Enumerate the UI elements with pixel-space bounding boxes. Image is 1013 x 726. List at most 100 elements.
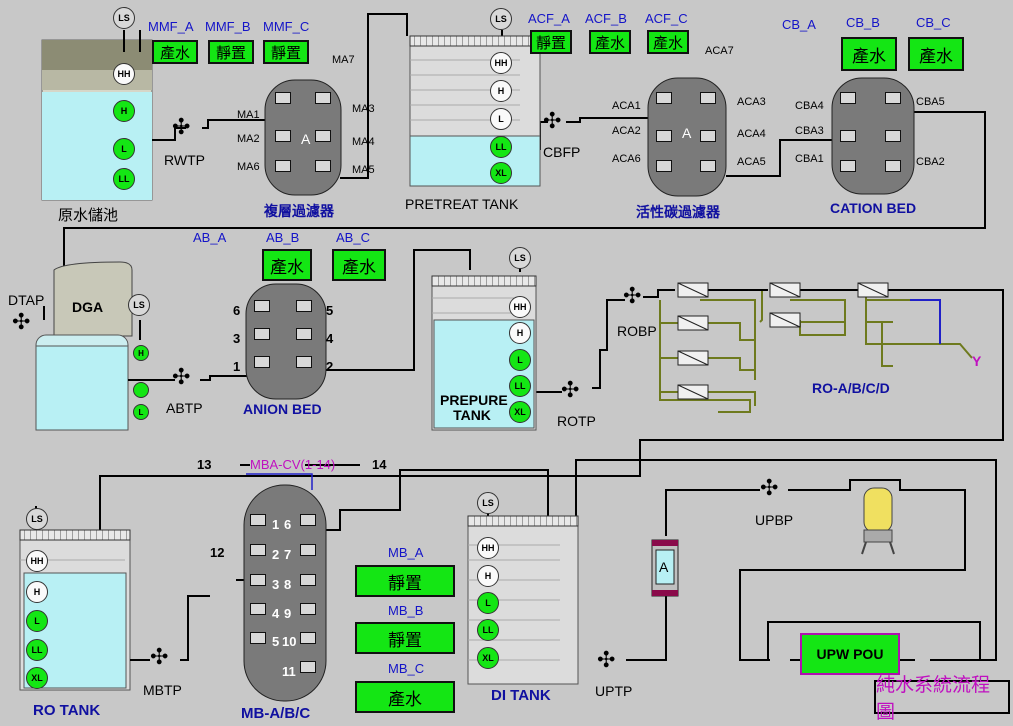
valve-ma6[interactable]: MA6: [237, 161, 260, 173]
pretreat-tank-label: PRETREAT TANK: [405, 196, 519, 212]
mbtp-pump-icon[interactable]: ✣: [150, 644, 169, 669]
valve-ma7[interactable]: MA7: [332, 54, 355, 66]
cation-bed-title: CATION BED: [830, 200, 917, 216]
valve-aca5[interactable]: ACA5: [737, 156, 766, 168]
cbfp-pump-icon[interactable]: ✣: [543, 108, 562, 133]
mmf-a-state-button[interactable]: 產水: [152, 40, 198, 64]
anion-valve-2[interactable]: 2: [326, 359, 334, 374]
upbp-label: UPBP: [755, 512, 794, 528]
anion-valve-1[interactable]: 1: [233, 359, 241, 374]
abtp-label: ABTP: [166, 400, 203, 416]
valve-aca7[interactable]: ACA7: [705, 45, 734, 57]
valve-aca2[interactable]: ACA2: [612, 125, 641, 137]
anion-valve-5[interactable]: 5: [326, 303, 334, 318]
mb-valve-13[interactable]: 13: [197, 457, 212, 472]
pretreat-ls-indicator: LS: [490, 8, 512, 30]
anion-valve-4[interactable]: 4: [326, 331, 334, 346]
rotp-pump-icon[interactable]: ✣: [561, 377, 580, 402]
anion-valve-3[interactable]: 3: [233, 331, 241, 346]
vessel-valve-symbol: [250, 574, 266, 586]
mmf-b-name: MMF_B: [205, 19, 251, 34]
mb-valve-2[interactable]: 2: [272, 547, 280, 562]
ab-c-state-button[interactable]: 產水: [332, 249, 386, 281]
prepure-hh-indicator: HH: [509, 296, 531, 318]
mb-valve-3[interactable]: 3: [272, 577, 280, 592]
cb-b-state-button[interactable]: 產水: [841, 37, 897, 71]
robp-label: ROBP: [617, 323, 657, 339]
anion-bed-title: ANION BED: [243, 401, 322, 417]
ab-b-name: AB_B: [266, 230, 300, 245]
mb-a-name: MB_A: [388, 545, 424, 560]
valve-ma1[interactable]: MA1: [237, 109, 260, 121]
robp-pump-icon[interactable]: ✣: [623, 283, 642, 308]
mmf-c-state-button[interactable]: 靜置: [263, 40, 309, 64]
vessel-valve-symbol: [250, 544, 266, 556]
mb-valve-8[interactable]: 8: [284, 577, 292, 592]
valve-ma2[interactable]: MA2: [237, 133, 260, 145]
valve-aca6[interactable]: ACA6: [612, 153, 641, 165]
valve-aca3[interactable]: ACA3: [737, 96, 766, 108]
valve-cba5[interactable]: CBA5: [916, 96, 945, 108]
valve-ma4[interactable]: MA4: [352, 136, 375, 148]
anion-valve-6[interactable]: 6: [233, 303, 241, 318]
upw-pou[interactable]: UPW POU: [800, 633, 900, 675]
valve-cba3[interactable]: CBA3: [795, 125, 824, 137]
mb-a-state-button[interactable]: 靜置: [355, 565, 455, 597]
vessel-valve-symbol: [300, 603, 316, 615]
ro-ls-indicator: LS: [26, 508, 48, 530]
vessel-valve-symbol: [296, 356, 312, 368]
vessel-valve-symbol: [656, 92, 672, 104]
valve-cba1[interactable]: CBA1: [795, 153, 824, 165]
valve-cba4[interactable]: CBA4: [795, 100, 824, 112]
mb-valve-7[interactable]: 7: [284, 547, 292, 562]
mb-valve-1[interactable]: 1: [272, 517, 280, 532]
mb-valve-10[interactable]: 10: [282, 634, 297, 649]
dga-l-indicator: L: [133, 404, 149, 420]
raw-water-tank: [41, 39, 153, 201]
prepure-ls-indicator: LS: [509, 247, 531, 269]
mb-b-state-button[interactable]: 靜置: [355, 622, 455, 654]
vessel-valve-symbol: [275, 160, 291, 172]
valve-cba2[interactable]: CBA2: [916, 156, 945, 168]
storage-bottle: [861, 487, 895, 555]
mb-valve-9[interactable]: 9: [284, 606, 292, 621]
mb-valve-4[interactable]: 4: [272, 606, 280, 621]
mb-c-state-button[interactable]: 產水: [355, 681, 455, 713]
pretreat-tank: [409, 35, 541, 187]
acf-c-state-button[interactable]: 產水: [647, 30, 689, 54]
valve-aca1[interactable]: ACA1: [612, 100, 641, 112]
upbp-pump-icon[interactable]: ✣: [760, 475, 779, 500]
mb-valve-14[interactable]: 14: [372, 457, 387, 472]
mb-valve-11[interactable]: 11: [282, 664, 296, 679]
mba-cv-line: [246, 473, 313, 490]
raw-ls-indicator: LS: [113, 7, 135, 29]
valve-ma3[interactable]: MA3: [352, 103, 375, 115]
cb-c-state-button[interactable]: 產水: [908, 37, 964, 71]
dtap-label: DTAP: [8, 292, 45, 308]
mb-valve-12[interactable]: 12: [210, 545, 225, 560]
mb-b-name: MB_B: [388, 603, 424, 618]
di-tank-label: DI TANK: [491, 687, 551, 704]
uptp-pump-icon[interactable]: ✣: [597, 647, 616, 672]
ab-b-state-button[interactable]: 產水: [262, 249, 312, 281]
acf-a-state-button[interactable]: 靜置: [530, 30, 572, 54]
rwtp-pump-icon[interactable]: ✣: [172, 114, 191, 139]
valve-aca4[interactable]: ACA4: [737, 128, 766, 140]
vessel-valve-symbol: [250, 603, 266, 615]
acf-b-state-button[interactable]: 產水: [589, 30, 631, 54]
rotp-label: ROTP: [557, 413, 596, 429]
dga-tower: [35, 261, 133, 431]
mmf-c-name: MMF_C: [263, 19, 310, 34]
valve-ma5[interactable]: MA5: [352, 164, 375, 176]
raw-h-indicator: H: [113, 100, 135, 122]
rwtp-label: RWTP: [164, 152, 205, 168]
mb-valve-5[interactable]: 5: [272, 634, 280, 649]
acf-c-name: ACF_C: [645, 11, 688, 26]
abtp-pump-icon[interactable]: ✣: [172, 364, 191, 389]
diagram-title-text: 純水系統流程圖: [876, 674, 991, 723]
mmf-vessel-label: A: [301, 131, 311, 147]
mb-valve-6[interactable]: 6: [284, 517, 292, 532]
dtap-pump-icon[interactable]: ✣: [12, 309, 31, 334]
ro-blue-pipes: [910, 299, 941, 344]
mmf-b-state-button[interactable]: 靜置: [208, 40, 254, 64]
